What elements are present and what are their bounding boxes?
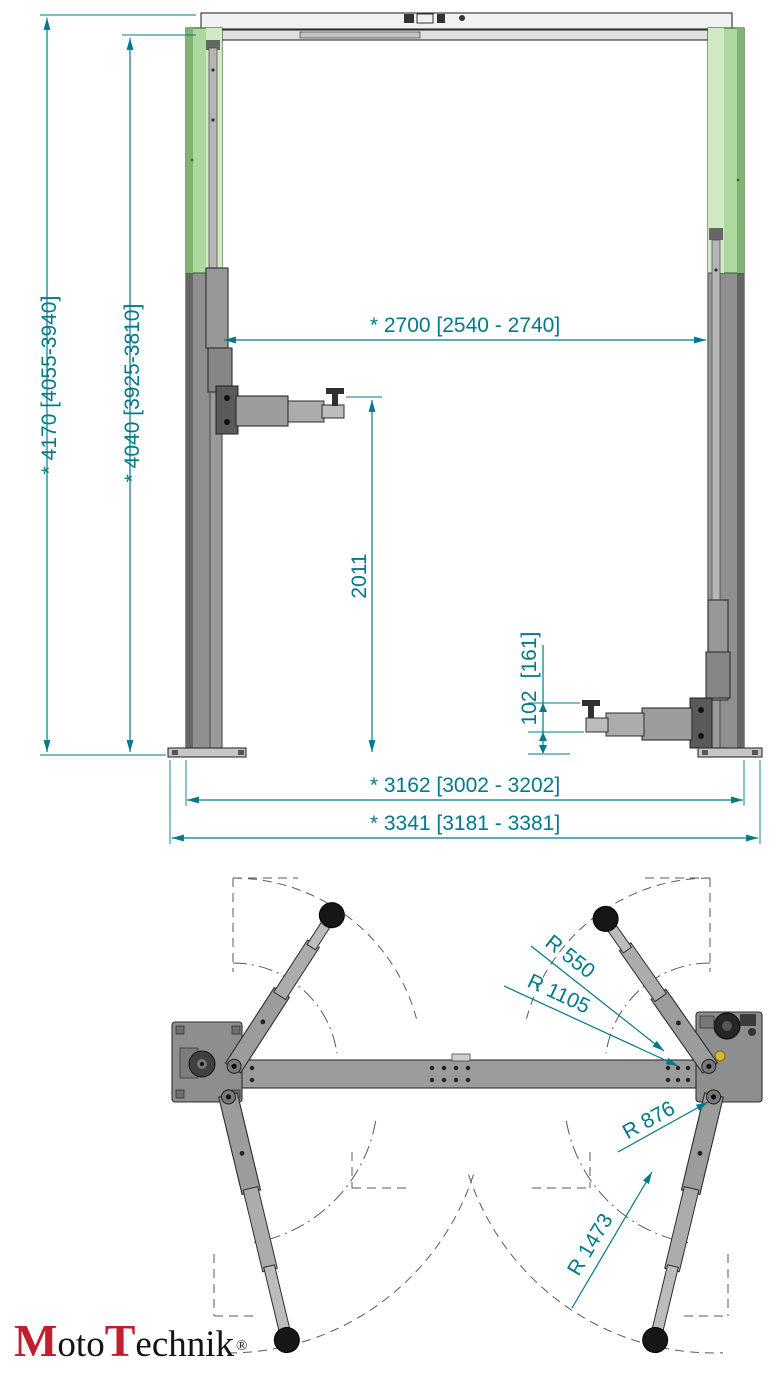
left-column [185,27,223,756]
right-lift-pad [582,700,600,706]
left-lift-pad [326,388,344,394]
leader-r876 [617,1101,709,1153]
mototechnik-logo: MotoTechnik® [14,1318,247,1364]
right-pad-stem [588,706,594,718]
right-hydraulic-cylinder [711,239,721,601]
plan-view: R 550 R 1105 R 876 R 1473 [171,877,763,1354]
dim-anchor-span-label: * 3162 [3002 - 3202] [370,774,560,797]
lower-left-pad [273,1327,300,1354]
plan-arm-upper-left [224,902,345,1074]
logo-letter-t: T [104,1315,136,1366]
lower-right-pad [642,1327,669,1354]
dim-total-height-label: * 4170 [4055-3940] [38,296,61,475]
left-arm-segment-1 [235,395,289,427]
right-base-plate [697,747,763,758]
registered-mark: ® [236,1337,248,1354]
radius-r876-label: R 876 [619,1097,679,1144]
dim-overall-span-label: * 3341 [3181 - 3381] [370,812,560,835]
leader-r1105 [503,985,679,1067]
left-carriage-arm [205,267,345,435]
plan-right-plate [695,1011,763,1103]
logo-letter-m: M [14,1315,58,1366]
base-plates [167,747,763,758]
limit-switch [404,14,414,23]
dim-pad-min-label: 102 [518,690,541,725]
junction-box [416,13,434,24]
dim-inner-width-label: * 2700 [2540 - 2740] [370,314,560,337]
right-arm-pivot [689,697,713,749]
logo-text-oto: oto [57,1324,105,1365]
right-arm-segment-3 [585,717,609,733]
dim-lift-height-label: 2011 [348,553,371,598]
right-carriage-arm [582,599,731,749]
plan-arm-upper-right [592,905,719,1074]
left-cylinder-head [206,40,220,50]
dim-pad-alt-label: [161] [518,632,541,679]
right-cylinder-head [709,228,723,240]
left-base-plate [167,747,247,758]
front-dimensions: * 4170 [4055-3940] * 4040 [3925-3810] * … [38,14,761,844]
left-hydraulic-cylinder [208,47,218,269]
left-arm-segment-3 [321,404,345,419]
plan-arm-lower-left [218,1089,300,1354]
left-arm-segment-2 [287,400,325,423]
leader-r550 [530,945,665,1052]
top-crossbar [200,12,733,41]
left-pad-stem [332,394,338,406]
logo-text-echnik: echnik [135,1324,235,1365]
crossbar-cable-tray [299,31,421,39]
upper-left-pad [318,902,345,929]
crossbar-bracket [437,14,445,23]
front-view: * 4170 [4055-3940] * 4040 [3925-3810] * … [38,12,763,844]
left-arm-pivot [215,385,239,435]
plan-left-plate [171,1021,243,1103]
hydraulic-reservoir-cap [714,1050,726,1062]
radius-r550-label: R 550 [541,931,599,984]
beam-bolts [249,1065,691,1083]
upper-right-pad [592,905,619,932]
control-box [740,1014,756,1026]
plan-cross-beam [204,1053,734,1089]
right-arm-segment-2 [605,712,645,737]
crossbar-bolt [459,15,465,21]
right-arm-segment-1 [641,707,693,741]
plan-arm-lower-right [642,1089,724,1354]
dim-column-height-label: * 4040 [3925-3810] [121,304,144,483]
leader-r1473 [571,1171,653,1309]
